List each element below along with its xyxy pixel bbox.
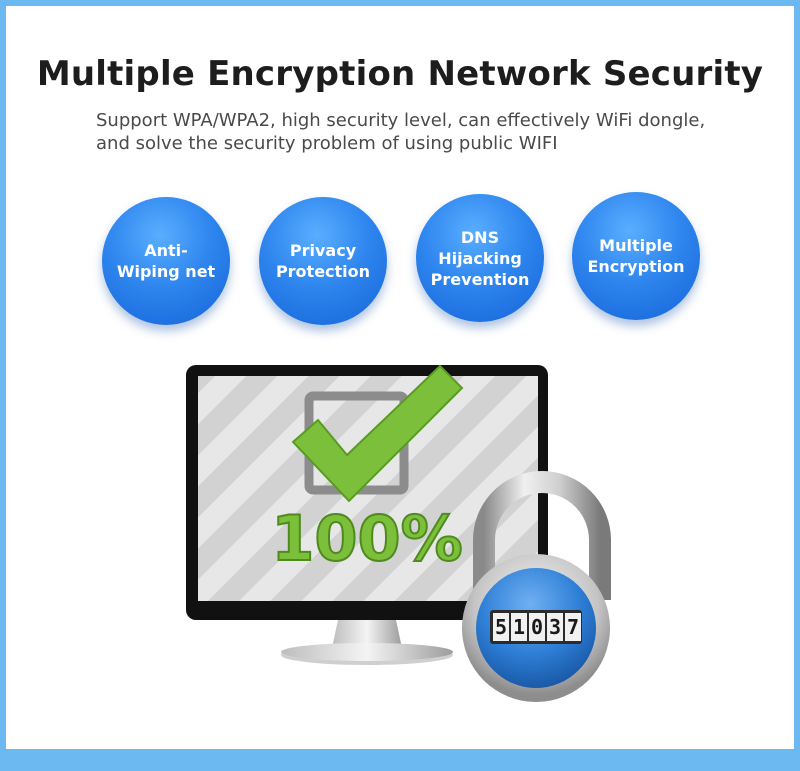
percent-text: 100% — [271, 502, 463, 575]
feature-list: Anti- Wiping net Privacy Protection DNS … — [0, 0, 800, 330]
feature-label: Multiple Encryption — [587, 236, 685, 276]
lock-digit: 3 — [549, 615, 561, 639]
feature-dns-hijacking: DNS Hijacking Prevention — [416, 194, 544, 322]
feature-anti-wiping: Anti- Wiping net — [102, 197, 230, 325]
lock-digit: 5 — [495, 615, 507, 639]
page-title: Multiple Encryption Network Security — [36, 54, 764, 94]
padlock-icon: 5 1 0 3 7 — [462, 471, 611, 702]
checkmark-icon — [291, 364, 464, 503]
feature-label: DNS Hijacking Prevention — [430, 227, 530, 289]
lock-digit: 7 — [567, 615, 579, 639]
feature-privacy-protection: Privacy Protection — [259, 197, 387, 325]
lock-digit: 0 — [531, 615, 543, 639]
page-subtitle: Support WPA/WPA2, high security level, c… — [96, 110, 706, 154]
feature-label: Privacy Protection — [275, 241, 371, 281]
lock-digit: 1 — [513, 615, 525, 639]
feature-label: Anti- Wiping net — [116, 241, 216, 281]
feature-multiple-encryption: Multiple Encryption — [572, 192, 700, 320]
